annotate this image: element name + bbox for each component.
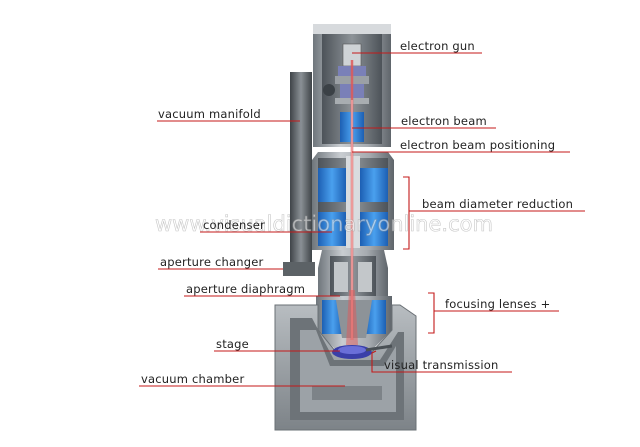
label-beam-diameter-reduction: beam diameter reduction [422, 197, 573, 211]
label-electron-beam: electron beam [401, 114, 487, 128]
bracket-focusing-lenses [428, 292, 559, 334]
label-electron-gun: electron gun [400, 39, 475, 53]
microscope-illustration [274, 24, 417, 431]
labels: electron gun vacuum manifold electron be… [141, 39, 573, 386]
leader-visual-transmission [371, 350, 512, 373]
label-aperture-changer: aperture changer [160, 255, 263, 269]
leader-lines [139, 52, 585, 387]
label-vacuum-manifold: vacuum manifold [158, 107, 261, 121]
label-focusing-lenses: focusing lenses + [445, 297, 550, 311]
label-vacuum-chamber: vacuum chamber [141, 372, 244, 386]
label-visual-transmission: visual transmission [384, 358, 498, 372]
label-electron-beam-positioning: electron beam positioning [400, 138, 555, 152]
bracket-beam-diameter-reduction [403, 176, 585, 250]
vacuum-chamber-housing [274, 304, 417, 431]
electron-beam-path [346, 60, 358, 345]
label-condenser: condenser [203, 218, 265, 232]
label-aperture-diaphragm: aperture diaphragm [186, 282, 305, 296]
label-stage: stage [216, 337, 249, 351]
vacuum-manifold-pipe [283, 72, 315, 276]
